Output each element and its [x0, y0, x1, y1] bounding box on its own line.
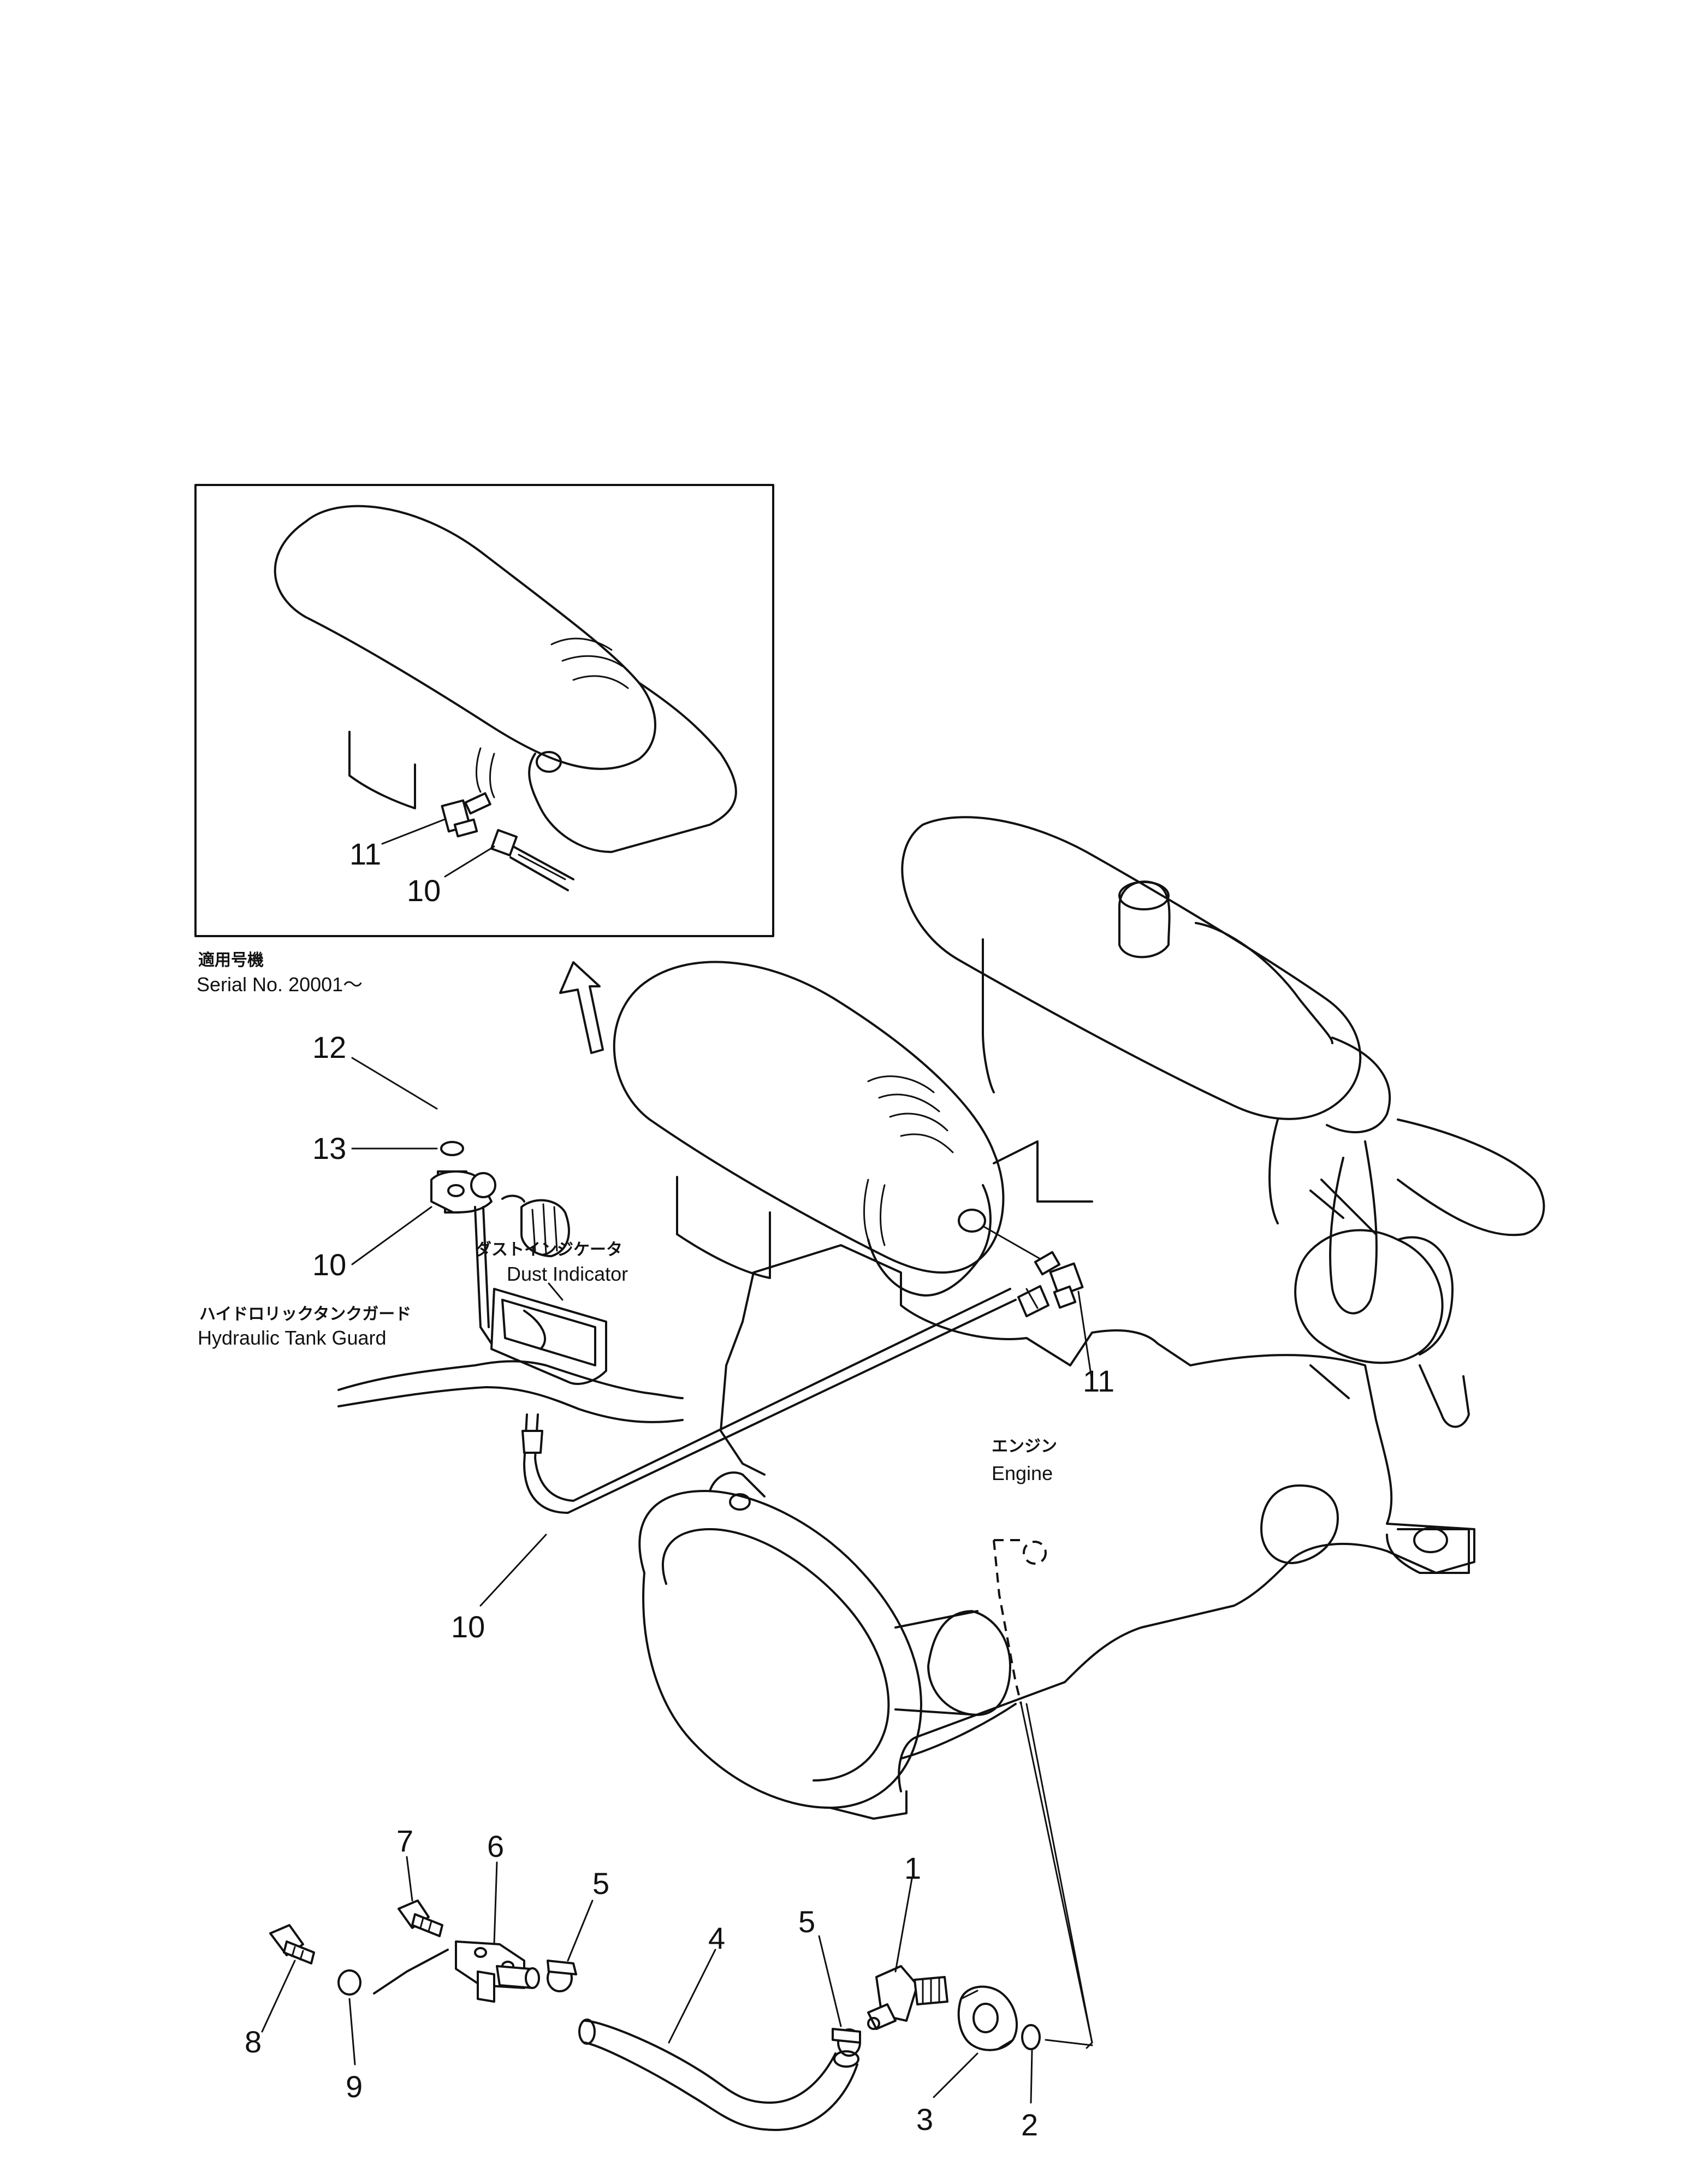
starter-motor [894, 1610, 1017, 1760]
inset-elbow-fitting [441, 792, 491, 838]
leader-8 [261, 1960, 296, 2033]
callout-10-lower: 10 [451, 1609, 485, 1644]
part-5-clamp-left [547, 1960, 577, 1992]
drain-location-indicator [993, 1540, 1022, 1705]
serial-label-en: Serial No. 20001～ [197, 973, 363, 996]
callout-5-right: 5 [798, 1904, 815, 1939]
inset-detail: 11 10 [194, 484, 774, 937]
leader-5-left [567, 1899, 594, 1962]
callout-7: 7 [396, 1824, 413, 1858]
leader-10-lower [479, 1534, 547, 1607]
part-7-bolt [398, 1899, 443, 1937]
inset-callout-10: 10 [407, 873, 441, 908]
leader-drain [1020, 1703, 1093, 2049]
leader-1 [894, 1878, 913, 1973]
inset-leader-11 [381, 818, 446, 845]
canister-cap [1118, 880, 1171, 958]
callout-10-upper: 10 [312, 1247, 346, 1282]
part-4-hose [578, 2019, 859, 2131]
leader-4 [668, 1949, 716, 2044]
dust-indicator-label-en: Dust Indicator [507, 1263, 628, 1285]
inset-hose [490, 828, 574, 891]
callout-5-left: 5 [592, 1866, 609, 1901]
mounting-bracket [1260, 1484, 1470, 1574]
part-13-washer [440, 1141, 464, 1156]
leader-6 [493, 1861, 498, 1945]
leader-5-right [818, 1935, 842, 2027]
inset-leader-10 [444, 845, 495, 878]
leader-11 [1077, 1291, 1093, 1383]
arrow-up-icon [559, 961, 604, 1054]
part-5-clamp-right [832, 2028, 861, 2057]
leader-7 [406, 1856, 413, 1902]
engine-block [752, 1244, 1475, 1792]
leader-9 [348, 1998, 356, 2066]
part-2-oring [1021, 2024, 1041, 2050]
callout-11: 11 [1083, 1364, 1114, 1398]
engine-assembly [613, 816, 1545, 2049]
hydraulic-tank-guard [337, 1288, 684, 1423]
part-3-nut [957, 1985, 1018, 2051]
callout-3: 3 [916, 2102, 933, 2137]
tank-guard-label-jp: ハイドロリックタンクガード [199, 1305, 411, 1324]
fan [1195, 922, 1545, 1315]
flywheel-housing [638, 1471, 922, 1820]
inset-air-cleaner [274, 505, 737, 853]
callout-6: 6 [487, 1829, 504, 1863]
air-cleaner-port [958, 1209, 986, 1233]
leader-2 [1030, 2050, 1033, 2104]
dust-indicator-label-jp: ダストインジケータ [475, 1240, 622, 1259]
serial-label-jp: 適用号機 [198, 951, 264, 970]
dust-indicator [501, 1194, 570, 1257]
callout-4: 4 [708, 1921, 725, 1955]
leader-12 [351, 1057, 438, 1110]
air-cleaner [613, 961, 1005, 1297]
part-8-bolt [269, 1924, 315, 1964]
callout-8: 8 [245, 2025, 262, 2059]
alternator [1294, 1229, 1470, 1428]
inset-frame [194, 484, 774, 937]
engine-label-jp: エンジン [992, 1437, 1057, 1456]
callout-12: 12 [312, 1030, 346, 1064]
part-10-bracket [430, 1170, 496, 1345]
part-11-elbow [982, 1225, 1084, 1309]
leader-10-upper [351, 1206, 432, 1265]
part-6-valve [455, 1940, 540, 2003]
callout-9: 9 [346, 2069, 363, 2104]
callout-2: 2 [1021, 2108, 1038, 2142]
leader-3 [933, 2052, 978, 2098]
tank-guard-label-en: Hydraulic Tank Guard [198, 1327, 387, 1349]
part-10-hose [521, 1285, 1049, 1514]
inset-callout-11: 11 [349, 837, 381, 871]
canister-rear [901, 816, 1362, 1120]
part-9-washer [337, 1969, 361, 1996]
callout-13: 13 [312, 1131, 346, 1165]
callout-1: 1 [904, 1851, 921, 1885]
engine-label-en: Engine [992, 1462, 1053, 1484]
part-1-elbow [867, 1965, 948, 2030]
